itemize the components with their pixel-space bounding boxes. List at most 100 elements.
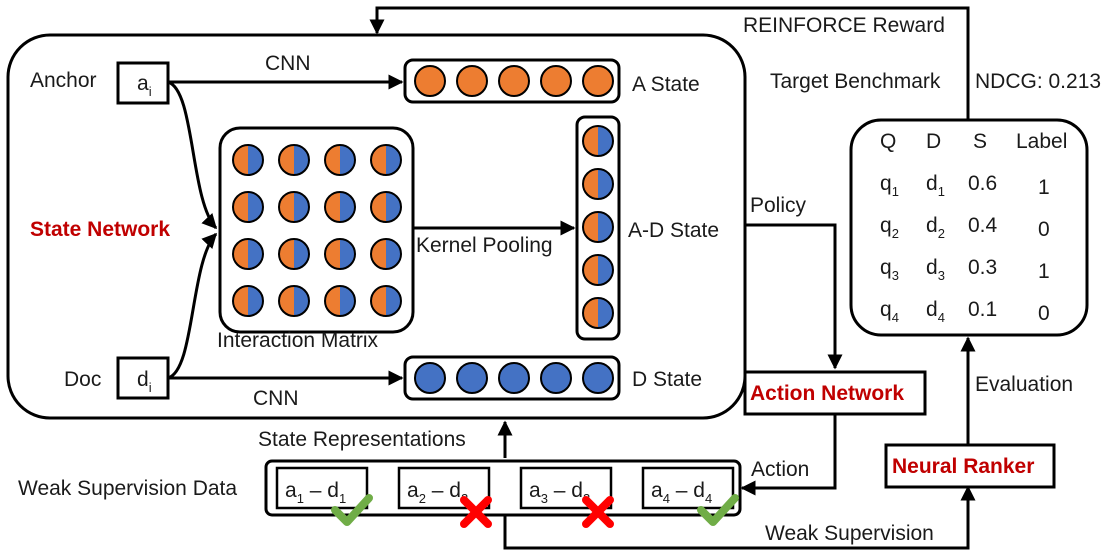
table-cell-q: q4 [880, 298, 899, 325]
ad-state-unit [582, 254, 614, 286]
matrix-cell [232, 144, 264, 176]
matrix-cell [278, 191, 310, 223]
evaluation-label: Evaluation [975, 373, 1073, 396]
table-cell-q: q1 [880, 172, 899, 199]
matrix-cell [324, 285, 356, 317]
state-network-label: State Network [30, 218, 170, 241]
d-state-vector [414, 362, 614, 394]
doc-label: Doc [64, 368, 101, 391]
table-cell-s: 0.3 [968, 256, 997, 279]
d-state-unit [582, 362, 614, 394]
d-state-unit [414, 362, 446, 394]
table-cell-label: 1 [1038, 176, 1050, 199]
weak-pair-label: a4 – d4 [651, 479, 712, 506]
interaction-matrix-box [218, 126, 415, 334]
target-benchmark-label: Target Benchmark [770, 70, 941, 93]
table-cell-d: d4 [926, 298, 945, 325]
weak-pair-box [519, 466, 613, 510]
matrix-cell [232, 238, 264, 270]
table-cell-s: 0.1 [968, 298, 997, 321]
table-cell-label: 1 [1038, 260, 1050, 283]
neural-ranker-label: Neural Ranker [892, 455, 1034, 478]
policy-label: Policy [750, 194, 807, 217]
matrix-cell [324, 144, 356, 176]
ad-state-label: A-D State [628, 219, 719, 242]
weak-supervision-arrow [503, 485, 976, 550]
action-arrow [740, 414, 837, 496]
table-cell-q: q3 [880, 256, 899, 283]
matrix-cell [324, 191, 356, 223]
table-cell-s: 0.6 [968, 172, 997, 195]
cross-icon [582, 496, 614, 528]
table-header: D [926, 130, 941, 153]
a-state-unit [456, 65, 488, 97]
cross-icon [460, 496, 492, 528]
weak-supervision-label: Weak Supervision [765, 522, 934, 545]
check-icon [331, 494, 373, 526]
weak-pair-label: a3 – d3 [529, 479, 590, 506]
policy-arrow [745, 223, 843, 370]
weak-pair-box [641, 466, 735, 510]
matrix-cell [278, 144, 310, 176]
a-state-unit [414, 65, 446, 97]
ad-state-unit [582, 125, 614, 157]
matrix-cell [370, 238, 402, 270]
ndcg-label: NDCG: 0.213 [975, 70, 1101, 93]
table-cell-d: d1 [926, 172, 945, 199]
state-representations-label: State Representations [258, 428, 466, 451]
cnn-bottom-label: CNN [253, 387, 299, 410]
weak-supervision-pairs: a1 – d1 a2 – d2 a3 – d3 a4 – d4 [275, 466, 739, 528]
table-cell-d: d3 [926, 256, 945, 283]
matrix-cell [278, 285, 310, 317]
neural-ranker-box [884, 443, 1056, 489]
table-cell-label: 0 [1038, 218, 1050, 241]
action-network-label: Action Network [750, 382, 904, 405]
matrix-cell [278, 238, 310, 270]
a-state-unit [540, 65, 572, 97]
matrix-cell [370, 144, 402, 176]
anchor-box [116, 61, 170, 105]
a-state-unit [582, 65, 614, 97]
ad-state-unit [582, 211, 614, 243]
matrix-cell [370, 285, 402, 317]
table-cell-q: q2 [880, 214, 899, 241]
d-state-unit [498, 362, 530, 394]
anchor-var: ai [137, 72, 152, 99]
table-cell-label: 0 [1038, 302, 1050, 325]
table-cell-d: d2 [926, 214, 945, 241]
table-header: Q [880, 130, 896, 153]
a-state-unit [498, 65, 530, 97]
table-cell-s: 0.4 [968, 214, 998, 237]
table-header: S [973, 130, 987, 153]
matrix-cell [324, 238, 356, 270]
benchmark-table: Q D S Label q1 d1 0.6 1 q2 d2 0.4 0 q3 d3 0.3 1 q4 d4 0.1 0 [880, 130, 1067, 325]
interaction-matrix-cells [232, 144, 402, 317]
weak-pair-box [275, 466, 369, 510]
d-state-unit [540, 362, 572, 394]
matrix-cell [232, 191, 264, 223]
check-icon [697, 494, 739, 526]
reinforce-reward-label: REINFORCE Reward [743, 14, 945, 37]
benchmark-table-box [849, 118, 1089, 337]
d-state-label: D State [632, 368, 702, 391]
anchor-label: Anchor [30, 69, 97, 92]
ad-state-unit [582, 297, 614, 329]
table-header: Label [1016, 130, 1067, 153]
weak-supervision-data-label: Weak Supervision Data [18, 477, 237, 500]
weak-pair-box [397, 466, 491, 510]
weak-pair-label: a1 – d1 [285, 479, 346, 506]
weak-supervision-data-box [264, 459, 742, 517]
d-state-unit [456, 362, 488, 394]
weak-pair-label: a2 – d2 [407, 479, 468, 506]
kernel-pooling-label: Kernel Pooling [416, 234, 553, 257]
reward-arrow [369, 6, 970, 148]
ad-state-unit [582, 168, 614, 200]
action-label: Action [751, 458, 809, 481]
ad-state-vector [582, 125, 614, 329]
matrix-cell [232, 285, 264, 317]
anchor-to-matrix-arrow [167, 80, 218, 230]
interaction-matrix-label: Interaction Matrix [217, 329, 379, 352]
doc-to-matrix-arrow [167, 232, 218, 380]
cnn-top-label: CNN [265, 52, 311, 75]
